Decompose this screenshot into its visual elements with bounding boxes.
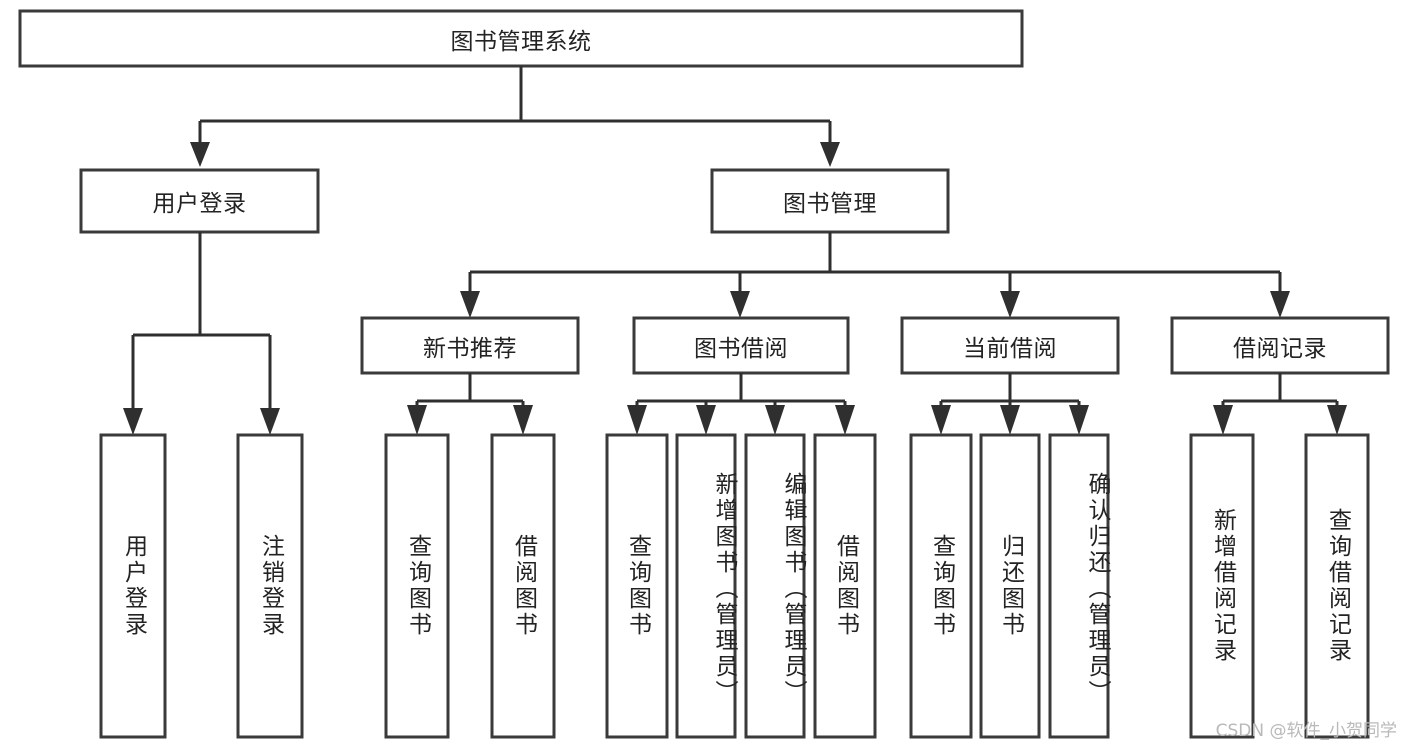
node-new-book-recommend-box[interactable] — [360, 316, 580, 375]
leaf-box-br-add-record[interactable] — [1189, 433, 1255, 739]
arrow-head-current-borrow — [1000, 291, 1020, 318]
arrow-head-borrow-record — [1270, 291, 1290, 318]
arrow-head-bb-leaf-4 — [835, 405, 855, 435]
leaf-box-bb-borrow-book[interactable] — [813, 433, 877, 739]
node-book-borrow-box[interactable] — [632, 316, 850, 375]
arrow-head-nb-leaf-1 — [407, 405, 427, 435]
leaf-box-br-query-record[interactable] — [1304, 433, 1370, 739]
leaf-box-cb-confirm-return[interactable] — [1048, 433, 1110, 739]
leaf-box-cb-query-book[interactable] — [909, 433, 973, 739]
arrow-head-user-login — [190, 142, 210, 167]
node-current-borrow-box[interactable] — [900, 316, 1120, 375]
leaf-box-cb-return-book[interactable] — [979, 433, 1041, 739]
leaf-box-nb-borrow-book[interactable] — [490, 433, 556, 739]
node-book-mgmt-box[interactable] — [710, 168, 950, 234]
arrow-head-book-mgmt — [820, 142, 840, 167]
arrow-head-cb-leaf-1 — [931, 405, 951, 435]
node-user-login-box[interactable] — [79, 168, 320, 234]
arrow-head-bb-leaf-1 — [627, 405, 647, 435]
leaf-box-bb-edit-book[interactable] — [744, 433, 806, 739]
leaf-box-bb-query-book[interactable] — [605, 433, 669, 739]
arrow-head-br-leaf-1 — [1213, 405, 1233, 435]
arrow-head-cb-leaf-2 — [1000, 405, 1020, 435]
leaf-box-bb-add-book[interactable] — [675, 433, 737, 739]
leaf-box-nb-query-book[interactable] — [384, 433, 450, 739]
arrow-head-new-book-recommend — [460, 291, 480, 318]
leaf-box-logout[interactable] — [236, 433, 304, 739]
leaf-box-user-login[interactable] — [99, 433, 167, 739]
arrow-head-leaf-logout — [260, 408, 280, 435]
node-root-box[interactable] — [18, 9, 1024, 68]
arrow-head-bb-leaf-3 — [765, 405, 785, 435]
arrow-head-book-borrow — [730, 291, 750, 318]
arrow-head-leaf-user-login — [123, 408, 143, 435]
arrow-head-br-leaf-2 — [1327, 405, 1347, 435]
node-borrow-record-box[interactable] — [1170, 316, 1390, 375]
arrow-head-bb-leaf-2 — [696, 405, 716, 435]
arrow-head-cb-leaf-3 — [1069, 405, 1089, 435]
arrow-head-nb-leaf-2 — [513, 405, 533, 435]
